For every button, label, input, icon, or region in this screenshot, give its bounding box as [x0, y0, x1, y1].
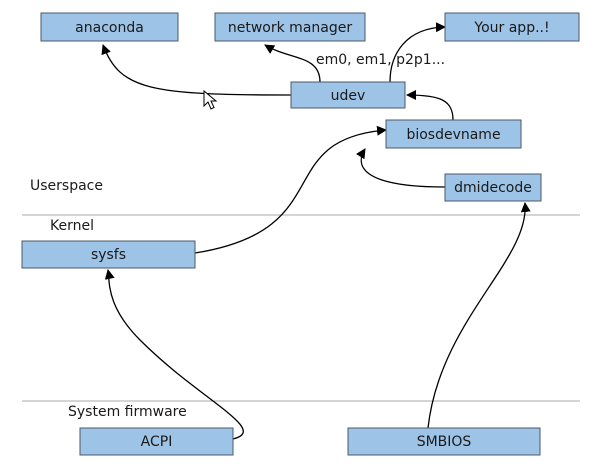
edge-udev-to-anaconda — [101, 44, 292, 96]
node-acpi: ACPI — [79, 427, 234, 456]
layer-label-system-firmware: System firmware — [68, 404, 187, 420]
edge-biosdevname-to-udev — [406, 90, 454, 121]
node-smbios-label: SMBIOS — [417, 434, 472, 450]
node-network-manager: network manager — [214, 12, 366, 42]
edge-udev-to-your-app — [389, 22, 446, 83]
node-dmidecode: dmidecode — [444, 173, 542, 202]
layer-label-kernel: Kernel — [50, 218, 94, 234]
node-sysfs: sysfs — [21, 240, 196, 269]
node-anaconda: anaconda — [40, 12, 179, 42]
mouse-cursor-icon — [203, 89, 218, 110]
node-udev-label: udev — [331, 88, 366, 104]
edge-sysfs-to-biosdevname — [194, 125, 387, 254]
node-anaconda-label: anaconda — [75, 20, 144, 36]
node-smbios: SMBIOS — [347, 427, 541, 456]
node-sysfs-label: sysfs — [91, 247, 126, 263]
node-your-app: Your app..! — [444, 12, 580, 42]
node-biosdevname-label: biosdevname — [406, 127, 500, 143]
layer-label-userspace: Userspace — [30, 178, 103, 194]
node-acpi-label: ACPI — [141, 434, 173, 450]
node-network-manager-label: network manager — [228, 20, 352, 36]
edge-udev-to-network-manager — [264, 44, 321, 83]
node-udev: udev — [290, 81, 406, 109]
edge-smbios-to-dmidecode — [427, 202, 531, 429]
node-biosdevname: biosdevname — [385, 119, 522, 149]
edge-acpi-to-sysfs — [104, 269, 244, 440]
edge-label-interfaces: em0, em1, p2p1... — [316, 52, 445, 68]
edge-dmidecode-to-biosdevname — [355, 148, 446, 188]
node-your-app-label: Your app..! — [473, 20, 549, 36]
node-dmidecode-label: dmidecode — [454, 180, 532, 196]
